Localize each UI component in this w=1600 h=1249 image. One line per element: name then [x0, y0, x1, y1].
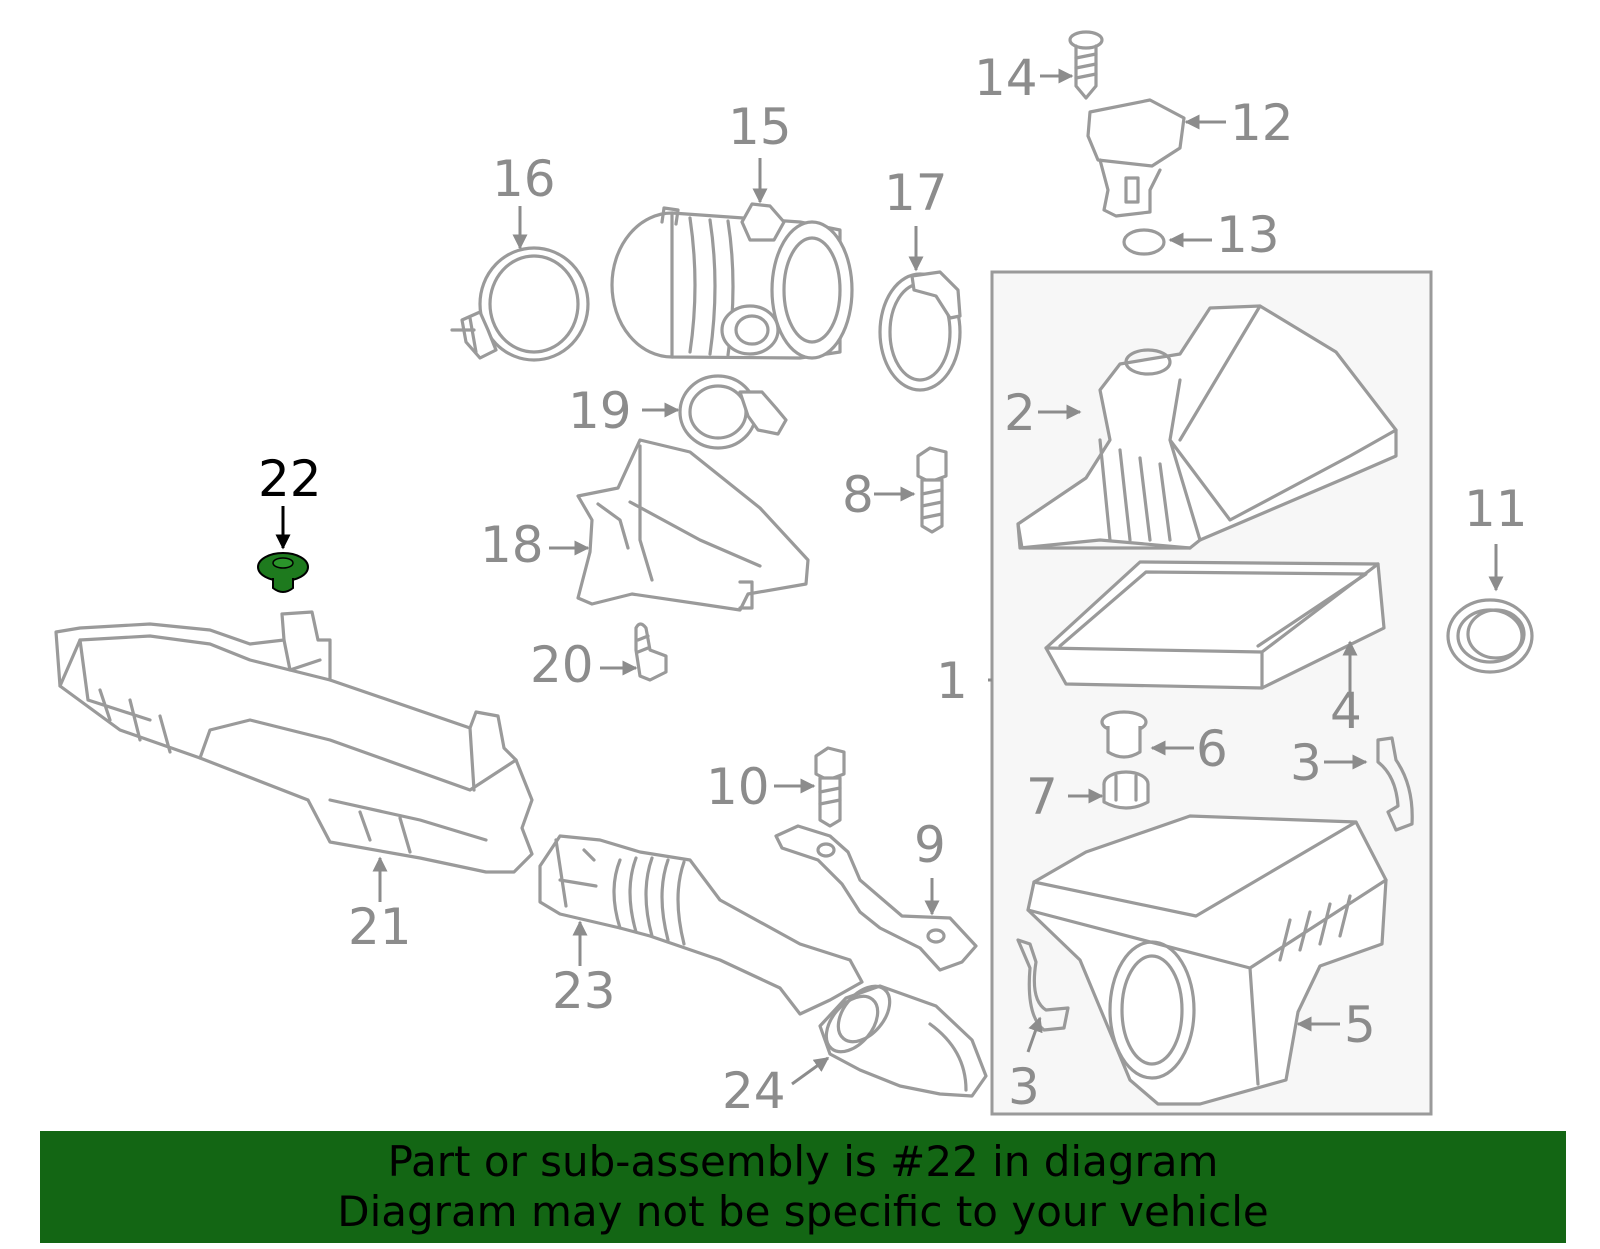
part-20-push-clip	[634, 622, 668, 682]
callout-21: 21	[348, 898, 412, 956]
part-12-airflow-sensor	[1086, 98, 1186, 218]
part-2-upper-air-cleaner-case	[1016, 304, 1398, 550]
callout-15: 15	[728, 98, 792, 156]
part-11-coupler	[1446, 598, 1534, 674]
part-3-clip-upper	[1376, 736, 1414, 832]
callout-10: 10	[706, 758, 770, 816]
part-15-intake-hose	[610, 202, 854, 360]
callout-labels: 14 12 13 15 16 17 19 18 20 8 2 11 1 4 6 …	[258, 49, 1528, 1120]
part-info-banner: Part or sub-assembly is #22 in diagram D…	[40, 1131, 1566, 1243]
callout-24: 24	[722, 1062, 786, 1120]
callout-3-lower: 3	[1008, 1058, 1040, 1116]
part-5-lower-air-cleaner-case	[1026, 814, 1388, 1106]
callout-5: 5	[1344, 996, 1376, 1054]
part-21-intake-duct	[54, 610, 534, 874]
callout-1: 1	[936, 652, 968, 710]
callout-14: 14	[974, 49, 1038, 107]
part-16-hose-clamp	[450, 246, 590, 362]
callout-8: 8	[842, 466, 874, 524]
callout-4: 4	[1330, 682, 1362, 740]
callout-16: 16	[492, 150, 556, 208]
part-3-clip-lower	[1016, 938, 1070, 1032]
part-13-o-ring	[1122, 228, 1166, 256]
callout-13: 13	[1216, 206, 1280, 264]
callout-22-highlighted: 22	[258, 450, 322, 508]
part-23-intake-duct	[538, 834, 864, 1016]
banner-line-disclaimer: Diagram may not be specific to your vehi…	[337, 1187, 1269, 1236]
callout-6: 6	[1196, 720, 1228, 778]
callout-23: 23	[552, 962, 616, 1020]
part-18-resonator	[576, 438, 810, 612]
callout-18: 18	[480, 516, 544, 574]
callout-2: 2	[1004, 384, 1036, 442]
callout-3-upper: 3	[1290, 734, 1322, 792]
part-14-bolt	[1068, 30, 1104, 100]
part-7-grommet	[1102, 770, 1150, 810]
part-4-air-filter	[1044, 560, 1386, 690]
callout-20: 20	[530, 636, 594, 694]
part-22-push-clip-highlighted	[257, 552, 309, 593]
callout-17: 17	[884, 164, 948, 222]
part-24-hose	[818, 984, 988, 1098]
banner-line-part: Part or sub-assembly is #22 in diagram	[387, 1137, 1219, 1186]
part-10-bolt	[814, 746, 846, 828]
callout-19: 19	[568, 382, 632, 440]
callout-11: 11	[1464, 480, 1528, 538]
part-8-bolt	[916, 446, 948, 534]
part-9-bracket	[774, 824, 978, 972]
part-6-grommet	[1100, 710, 1148, 759]
leader-arrows	[275, 68, 1504, 1086]
callout-12: 12	[1230, 94, 1294, 152]
part-19-hose-clamp	[678, 374, 788, 450]
callout-9: 9	[914, 816, 946, 874]
callout-7: 7	[1026, 768, 1058, 826]
part-17-hose-clamp	[878, 270, 962, 392]
